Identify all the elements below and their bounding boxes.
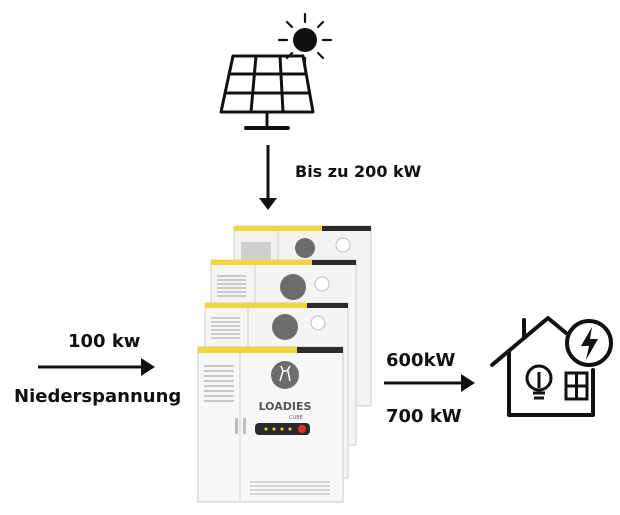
input-power-label: 100 kw — [68, 331, 141, 352]
window-icon — [564, 371, 589, 401]
output-power-label-1: 600kW — [386, 350, 456, 371]
solar-arrow — [259, 145, 277, 210]
brand-logo-text: LOADIES — [259, 400, 312, 413]
light-bulb-icon — [525, 364, 553, 400]
house-icon — [490, 316, 595, 417]
status-led — [298, 425, 306, 433]
output-power-label-2: 700 kW — [386, 406, 462, 427]
sun-icon — [277, 12, 333, 68]
solar-power-label: Bis zu 200 kW — [295, 162, 422, 181]
output-arrow — [384, 374, 475, 392]
lightning-icon — [565, 319, 613, 367]
input-type-label: Niederspannung — [14, 386, 182, 407]
battery-unit-1: LOADIES CUBE — [197, 346, 344, 503]
deer-logo-icon — [271, 361, 299, 389]
solar-panel-icon — [219, 54, 315, 130]
input-arrow — [38, 358, 155, 376]
model-logo-text: CUBE — [289, 415, 303, 421]
